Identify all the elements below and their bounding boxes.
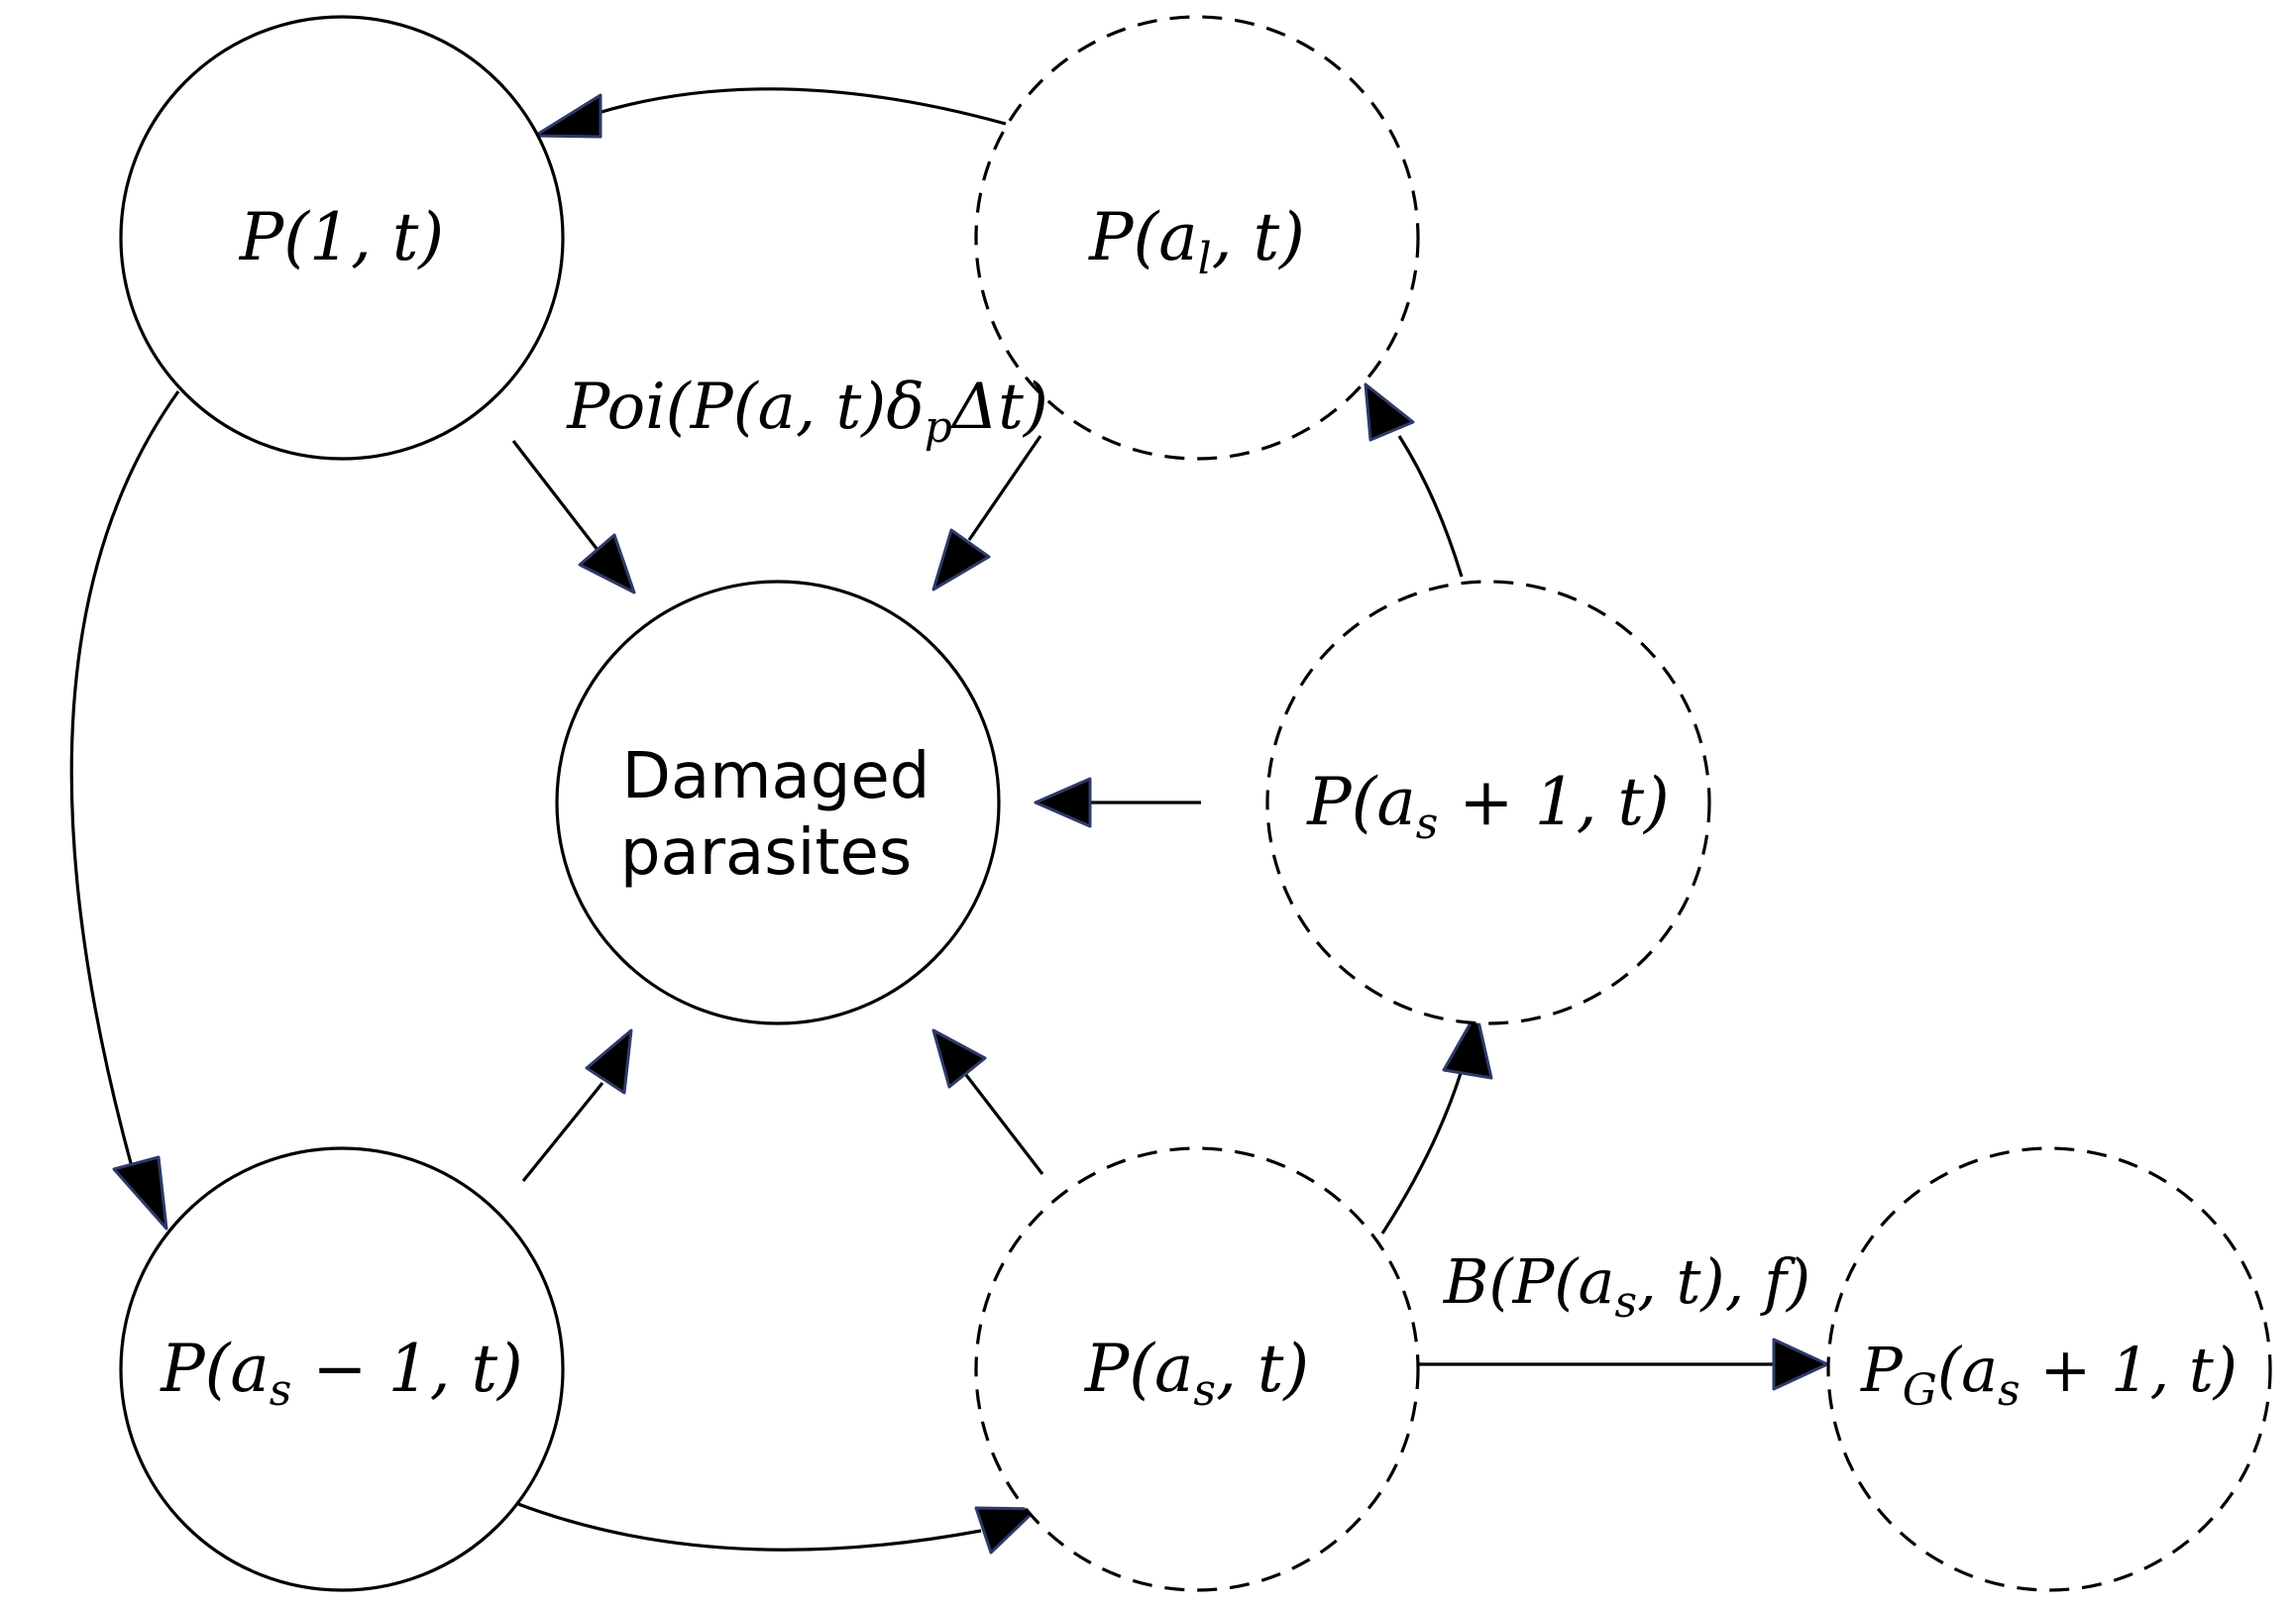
node-pas1-label: P(as + 1, t)	[1306, 764, 1670, 849]
node-pal: P(al, t)	[974, 15, 1420, 461]
arrowhead-to-pas1	[1442, 1011, 1493, 1080]
arrowhead-to-pasm1	[112, 1155, 168, 1231]
node-pg-label: PG(as + 1, t)	[1860, 1334, 2238, 1416]
arrowhead-to-pal	[1364, 382, 1415, 442]
edge-pasm1-to-damaged	[521, 1081, 604, 1183]
node-pg-circle	[1826, 1146, 2272, 1592]
edge-pal-to-p1	[594, 87, 1007, 126]
node-pas-label: P(as, t)	[1084, 1331, 1309, 1416]
edge-pas-to-damaged	[964, 1074, 1044, 1175]
node-pasm1-label: P(as − 1, t)	[160, 1331, 523, 1416]
arrowhead-pal-damaged	[931, 528, 991, 591]
arrowhead-pas1-damaged	[1034, 777, 1092, 828]
node-pasm1-circle	[119, 1146, 565, 1592]
node-pal-circle	[974, 15, 1420, 461]
edge-p1-to-pasm1	[69, 390, 180, 1175]
node-damaged-label-line2: parasites	[620, 816, 912, 890]
edge-label-binomial: B(P(as, t), f)	[1443, 1245, 1810, 1328]
arrowhead-to-pas	[974, 1506, 1039, 1555]
arrowhead-pas-damaged	[931, 1028, 987, 1089]
node-pas: P(as, t)	[974, 1146, 1420, 1592]
node-pasm1: P(as − 1, t)	[119, 1146, 565, 1592]
edge-pas1-to-pal	[1397, 435, 1464, 578]
node-pas-circle	[974, 1146, 1420, 1592]
edge-pas-to-pas1	[1380, 1069, 1464, 1234]
node-pg: PG(as + 1, t)	[1826, 1146, 2272, 1592]
arrowhead-to-pg	[1772, 1338, 1829, 1391]
node-damaged: Damaged parasites	[555, 580, 1001, 1025]
node-p1: P(1, t)	[119, 15, 565, 461]
arrowhead-pasm1-damaged	[585, 1028, 633, 1095]
arrowhead-to-p1	[533, 93, 602, 139]
node-p1-label: P(1, t)	[239, 199, 444, 275]
arrowhead-p1-damaged	[578, 533, 636, 594]
node-pas1: P(as + 1, t)	[1265, 580, 1711, 1025]
node-damaged-circle	[555, 580, 1001, 1025]
node-p1-circle	[119, 15, 565, 461]
edge-p1-to-damaged	[511, 440, 600, 551]
node-damaged-label-line1: Damaged	[622, 740, 930, 813]
edges	[69, 87, 1829, 1555]
edge-label-poisson: Poi(P(a, t)δpΔt)	[566, 371, 1048, 453]
node-pal-label: P(al, t)	[1088, 199, 1305, 284]
edge-pal-to-damaged	[967, 435, 1042, 541]
edge-pasm1-to-pas	[509, 1499, 982, 1552]
node-pas1-circle	[1265, 580, 1711, 1025]
